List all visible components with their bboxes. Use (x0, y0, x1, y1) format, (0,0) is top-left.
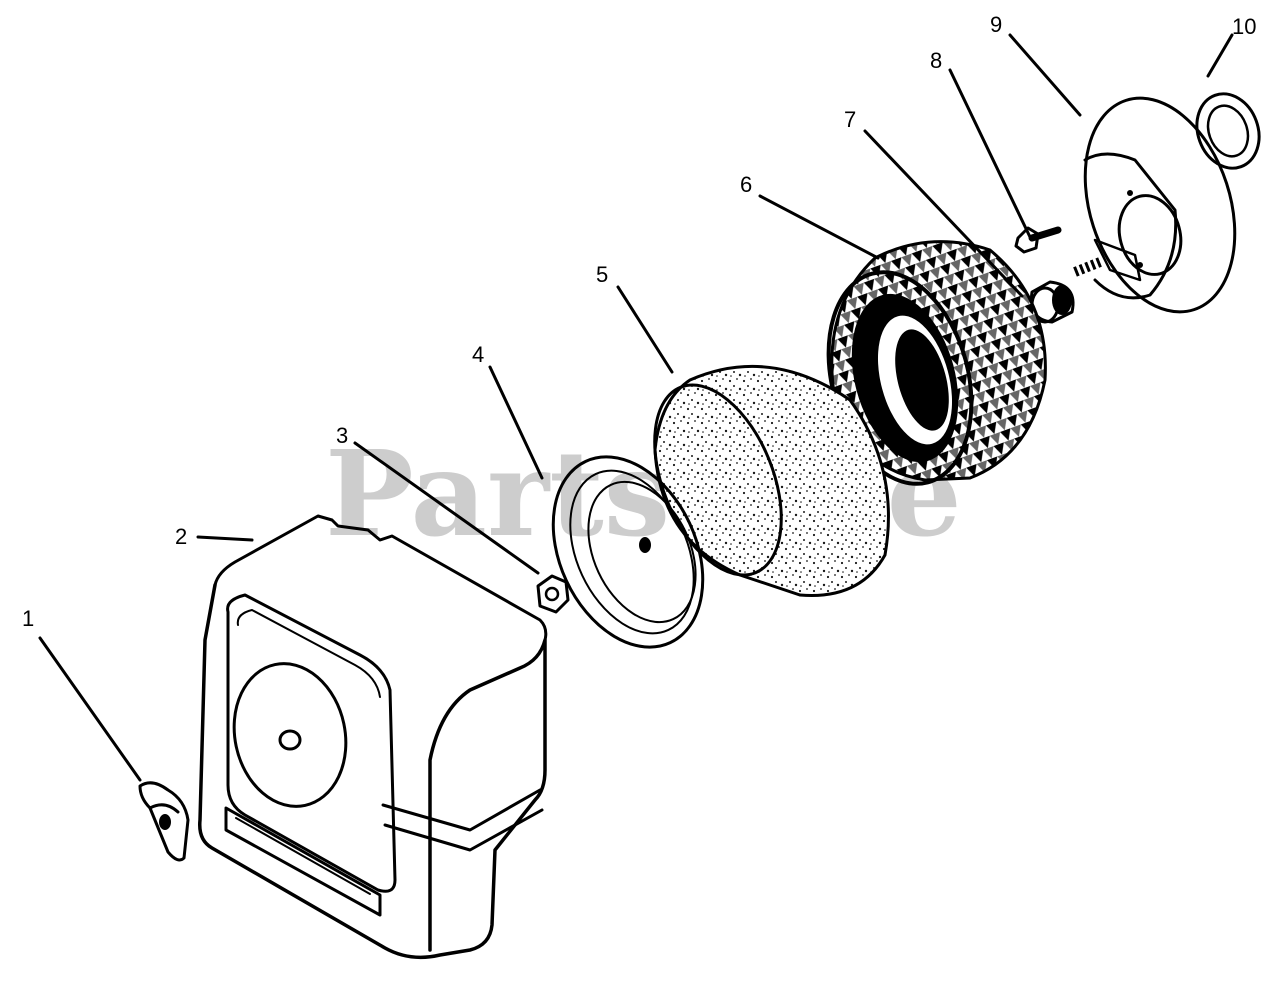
paper-filter-element-icon (826, 240, 1047, 486)
callout-10: 10 (1232, 14, 1256, 39)
air-cleaner-cover-icon (198, 514, 548, 960)
callout-8: 8 (930, 48, 942, 73)
screw-icon (1014, 226, 1102, 277)
foam-precleaner-icon (653, 364, 890, 597)
gasket-icon (1195, 92, 1261, 170)
callout-2: 2 (175, 524, 187, 549)
callout-1: 1 (22, 606, 34, 631)
wing-nut-icon (138, 781, 190, 862)
callout-5: 5 (596, 262, 608, 287)
hex-nut-icon (536, 574, 570, 614)
leader-lines (38, 33, 1234, 782)
cover-plate-icon (551, 455, 705, 649)
callout-7: 7 (844, 107, 856, 132)
callout-4: 4 (472, 342, 484, 367)
base-plate-icon (1083, 96, 1237, 314)
callout-3: 3 (336, 423, 348, 448)
callout-9: 9 (990, 12, 1002, 37)
callout-6: 6 (740, 172, 752, 197)
